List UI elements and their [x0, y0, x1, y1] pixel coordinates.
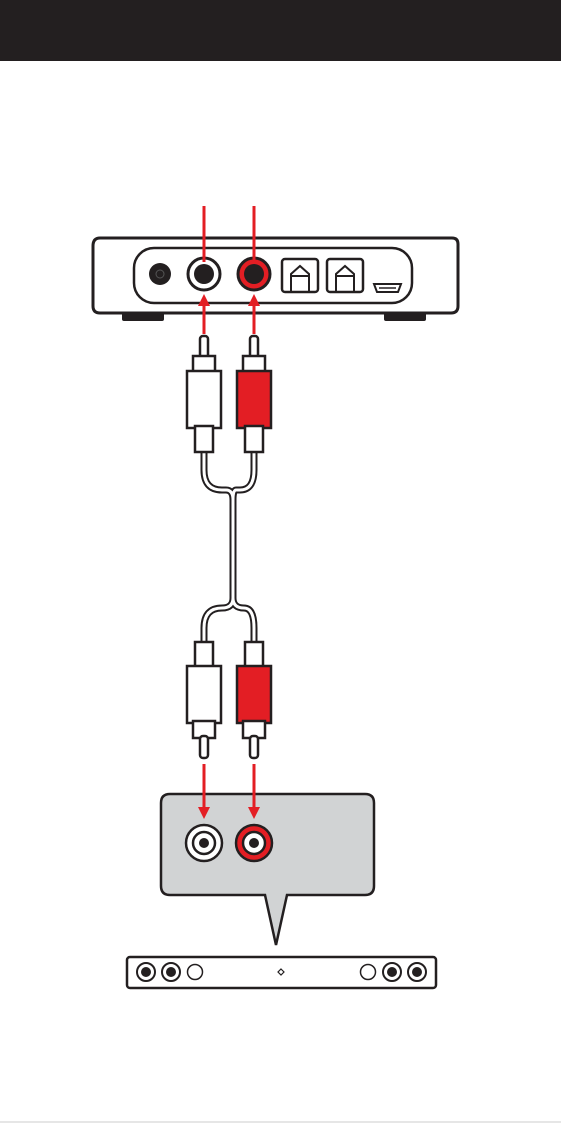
- callout-panel: [161, 794, 374, 945]
- lower-red-plug: [237, 642, 271, 758]
- lower-white-plug: [187, 642, 221, 758]
- target-rca-white-jack: [186, 825, 222, 861]
- target-device: [127, 957, 436, 988]
- rca-cable: [187, 336, 271, 758]
- optical-port-2: [327, 259, 363, 292]
- upper-red-plug: [237, 336, 271, 452]
- device-port-panel: [134, 248, 412, 303]
- target-left-ports: [137, 963, 203, 981]
- micro-usb-port: [374, 284, 401, 292]
- optical-port-1: [282, 259, 318, 292]
- target-right-ports: [361, 963, 427, 981]
- source-rca-white-jack: [188, 258, 220, 290]
- source-rca-red-jack: [238, 258, 270, 290]
- source-device: [93, 238, 458, 321]
- upper-white-plug: [187, 336, 221, 452]
- target-rca-red-jack: [236, 825, 272, 861]
